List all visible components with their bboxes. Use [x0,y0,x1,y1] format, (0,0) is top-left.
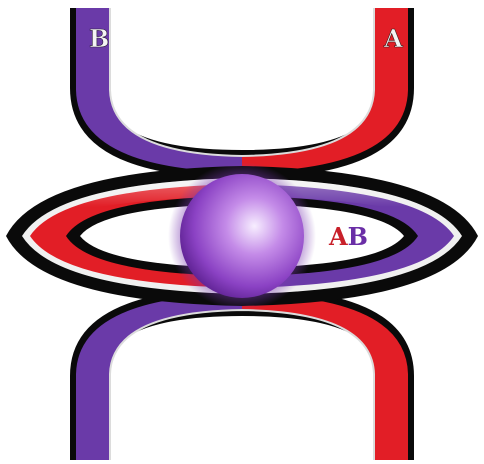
bottom-u-band [70,288,414,460]
label-a: A [383,24,403,53]
label-b: B [89,24,109,53]
top-u-band [70,8,414,178]
top-u-outline [70,8,414,178]
ab-sphere [168,162,316,310]
label-ab-a: A [328,222,348,251]
sphere-body [180,174,304,298]
label-ab: AB [328,222,368,251]
label-ab-b: B [348,222,368,251]
